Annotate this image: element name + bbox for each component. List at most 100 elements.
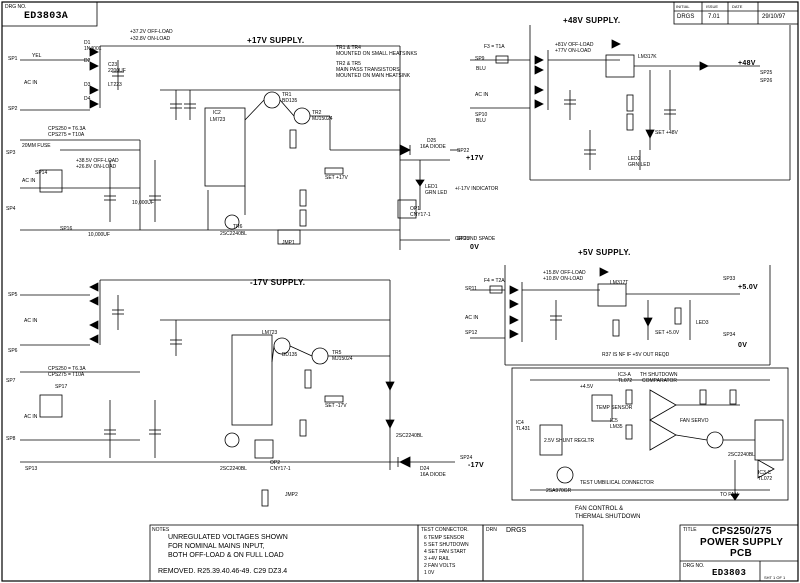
label-led2-part: GRN LED bbox=[628, 162, 651, 168]
port-sp4: SP4 bbox=[6, 206, 16, 212]
output-0v-ground: 0V bbox=[470, 244, 480, 251]
output-plus48v: +48V bbox=[738, 60, 756, 67]
label-tr-neg-part: 2SC2240BL bbox=[220, 466, 247, 472]
wire-blu-2: BLU bbox=[476, 118, 486, 124]
label-ic3c-part: TL072 bbox=[758, 476, 773, 482]
note-tr2-tr5: TR2 & TR5 bbox=[336, 61, 361, 67]
ac-in-label-6: AC IN bbox=[465, 315, 479, 321]
label-comparator: COMPARATOR bbox=[642, 378, 678, 384]
label-set-5v: SET +5.0V bbox=[655, 330, 680, 336]
port-sp7: SP7 bbox=[6, 378, 16, 384]
port-sp14: SP14 bbox=[35, 170, 48, 176]
title-block-frame bbox=[679, 524, 799, 582]
drn-label: DRN bbox=[486, 527, 497, 533]
note-off-load-38: +38.5V OFF-LOAD bbox=[76, 158, 119, 164]
label-tr1-part: BD135 bbox=[282, 98, 298, 104]
title-drg-label: DRG NO. bbox=[683, 563, 705, 569]
tr5-symbol bbox=[311, 347, 329, 365]
note-off-load-81: +81V OFF-LOAD bbox=[555, 42, 594, 48]
tr8-symbol bbox=[706, 431, 724, 449]
label-th-shutdown: TH SHUTDOWN bbox=[640, 372, 678, 378]
fan-box-title-2: THERMAL SHUTDOWN bbox=[575, 514, 641, 520]
port-sp16: SP16 bbox=[60, 226, 73, 232]
label-f4: F4 = T2A bbox=[484, 278, 505, 284]
tr2-symbol bbox=[293, 107, 311, 125]
label-d3: D3 bbox=[84, 82, 91, 88]
test-connector-item-5: 5 SET SHUTDOWN bbox=[424, 542, 469, 548]
tr-neg-driver-symbol bbox=[224, 432, 240, 448]
label-temp-sensor: TEMP SENSOR bbox=[596, 405, 633, 411]
label-ic2: IC2 bbox=[213, 110, 221, 116]
ic5-lm35-symbol bbox=[591, 394, 613, 422]
note-small-heatsinks: MOUNTED ON SMALL HEATSINKS bbox=[336, 51, 418, 57]
fan-box-title-1: FAN CONTROL & bbox=[575, 506, 624, 512]
wire-blu-1: BLU bbox=[476, 66, 486, 72]
note-20mm-fuse: 20MM FUSE bbox=[22, 143, 51, 149]
label-d24-part: 16A DIODE bbox=[420, 472, 446, 478]
test-connector-item-3: 3 +4V RAIL bbox=[424, 556, 450, 562]
notes-label: NOTES bbox=[152, 527, 170, 533]
plus5-section bbox=[470, 265, 771, 366]
label-tr4-part: BD135 bbox=[282, 352, 298, 358]
rev-issue: 7.01 bbox=[708, 14, 720, 20]
label-c23: C23 bbox=[108, 62, 118, 68]
test-connector-item-2: 2 FAN VOLTS bbox=[424, 563, 456, 569]
label-op1: OP1 bbox=[410, 206, 421, 212]
label-lm317t: LM317T bbox=[610, 280, 629, 286]
label-d4: D4 bbox=[84, 96, 91, 102]
label-tr5: TR5 bbox=[332, 350, 342, 356]
title-sheet: SHT 1 OF 1 bbox=[764, 575, 786, 580]
notes-removed: REMOVED. R25.39.40.46-49. C29 DZ3.4 bbox=[158, 568, 288, 575]
output-0v-5: 0V bbox=[738, 342, 748, 349]
drg-no-label: DRG NO. bbox=[5, 4, 27, 10]
ic3a-comparator-symbol bbox=[649, 389, 677, 421]
notes-line-2: FOR NOMINAL MAINS INPUT, bbox=[168, 543, 265, 550]
note-main-heatsink: MOUNTED ON MAIN HEATSINK bbox=[336, 73, 411, 79]
label-tl431: TL431 bbox=[516, 426, 531, 432]
label-d25: D25 bbox=[427, 138, 437, 144]
label-c23-value: 2200UF bbox=[108, 68, 126, 74]
plus48-section bbox=[470, 25, 791, 181]
notes-line-1: UNREGULATED VOLTAGES SHOWN bbox=[168, 534, 288, 541]
label-r37-note: R37 IS NF IF +5V OUT REQD bbox=[602, 352, 670, 358]
port-sp23: SP23 bbox=[457, 236, 470, 242]
port-sp13: SP13 bbox=[25, 466, 38, 472]
label-jmp1: JMP1 bbox=[282, 240, 295, 246]
label-op2-part: CNY17-1 bbox=[270, 466, 291, 472]
port-sp25: SP25 bbox=[760, 70, 773, 76]
label-d1-part: 1N4001 bbox=[84, 46, 102, 52]
ac-in-label-1: AC IN bbox=[24, 80, 38, 86]
test-connector-item-4: 4 SET FAN START bbox=[424, 549, 467, 555]
output-minus17v: -17V bbox=[468, 462, 484, 469]
minus17-section bbox=[20, 279, 455, 507]
port-sp11: SP11 bbox=[465, 286, 477, 292]
title-line-2: POWER SUPPLY bbox=[700, 537, 784, 548]
rev-initial-label: INITIAL bbox=[676, 4, 690, 9]
tr9-symbol bbox=[556, 466, 574, 484]
title-label: TITLE bbox=[683, 527, 697, 533]
label-tr9-part: 2SA970GR bbox=[546, 488, 572, 494]
label-led1-part: GRN LED bbox=[425, 190, 448, 196]
label-tr6-part: 2SC2240BL bbox=[220, 231, 247, 237]
label-ic3a: IC3-A bbox=[618, 372, 631, 378]
ac-in-label-4: AC IN bbox=[24, 414, 38, 420]
plus17-section bbox=[20, 45, 460, 250]
port-sp5: SP5 bbox=[8, 292, 18, 298]
port-sp33: SP33 bbox=[723, 276, 736, 282]
drawing-number: ED3803A bbox=[24, 11, 69, 22]
ground-spade-label: GROUND SPADE bbox=[455, 236, 496, 242]
test-connector-title: TEST CONNECTOR. bbox=[421, 527, 469, 533]
label-d2: D2 bbox=[84, 58, 91, 64]
label-ic3c: IC3-C bbox=[758, 470, 772, 476]
label-set-48: SET +48V bbox=[655, 130, 678, 136]
label-v45: +4.5V bbox=[580, 384, 594, 390]
test-connector-item-1: 1 0V bbox=[424, 570, 435, 576]
note-on-load-26: +26.8V ON-LOAD bbox=[76, 164, 117, 170]
title-line-1: CPS250/275 bbox=[712, 526, 772, 537]
port-sp2: SP2 bbox=[8, 106, 18, 112]
port-sp17: SP17 bbox=[55, 384, 68, 390]
output-plus17v: +17V bbox=[466, 155, 484, 162]
ic-neg-lm723-block bbox=[231, 334, 273, 426]
label-led1: LED1 bbox=[425, 184, 438, 190]
